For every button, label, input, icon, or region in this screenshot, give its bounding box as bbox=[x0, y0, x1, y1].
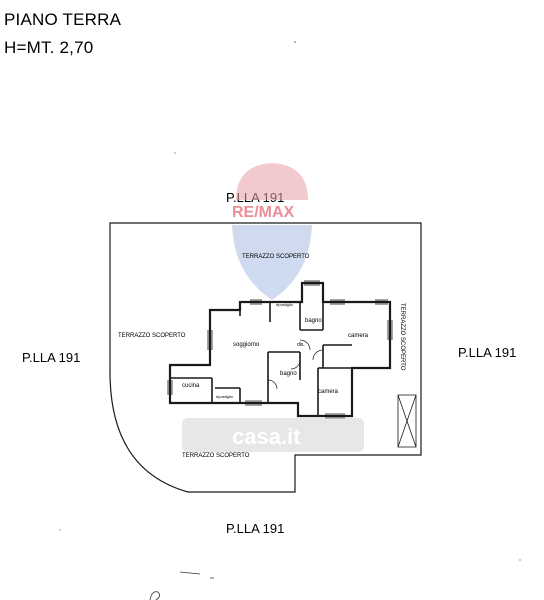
page-title: PIANO TERRA bbox=[4, 10, 122, 29]
room-label-ripostiglio-2: ripostiglio bbox=[216, 394, 234, 399]
parcel-label-right: P.LLA 191 bbox=[458, 345, 517, 360]
room-label-cucina: cucina bbox=[182, 383, 200, 389]
room-label-disimpegno: dis. bbox=[297, 342, 305, 348]
terrace-label-west: TERRAZZO SCOPERTO bbox=[118, 333, 186, 339]
remax-text: RE/MAX bbox=[232, 204, 295, 221]
room-label-camera-2: camera bbox=[318, 389, 339, 395]
room-label-ripostiglio-1: ripostiglio bbox=[276, 302, 294, 307]
parcel-label-bottom: P.LLA 191 bbox=[226, 521, 285, 536]
remax-watermark: RE/MAX bbox=[230, 163, 316, 300]
door-swings bbox=[267, 339, 324, 390]
casa-text: casa.it bbox=[232, 424, 301, 449]
scan-speckles bbox=[59, 41, 521, 561]
ramp-symbol bbox=[397, 394, 417, 448]
room-label-bagno-1: bagno bbox=[305, 318, 322, 324]
casa-watermark: casa.it bbox=[182, 418, 364, 452]
property-boundary bbox=[109, 222, 422, 493]
terrace-label-south: TERRAZZO SCOPERTO bbox=[182, 453, 250, 459]
room-label-camera-1: camera bbox=[348, 333, 369, 339]
room-label-soggiorno: soggiorno bbox=[233, 342, 260, 348]
signature-mark bbox=[149, 571, 214, 600]
terrace-label-east: TERRAZZO SCOPERTO bbox=[399, 303, 405, 371]
room-label-bagno-2: bagno bbox=[280, 371, 297, 377]
height-note: H=MT. 2,70 bbox=[4, 38, 94, 57]
interior-walls bbox=[170, 302, 390, 416]
terrace-label-north: TERRAZZO SCOPERTO bbox=[242, 254, 310, 260]
window-marks bbox=[167, 280, 393, 419]
parcel-label-left: P.LLA 191 bbox=[22, 350, 81, 365]
